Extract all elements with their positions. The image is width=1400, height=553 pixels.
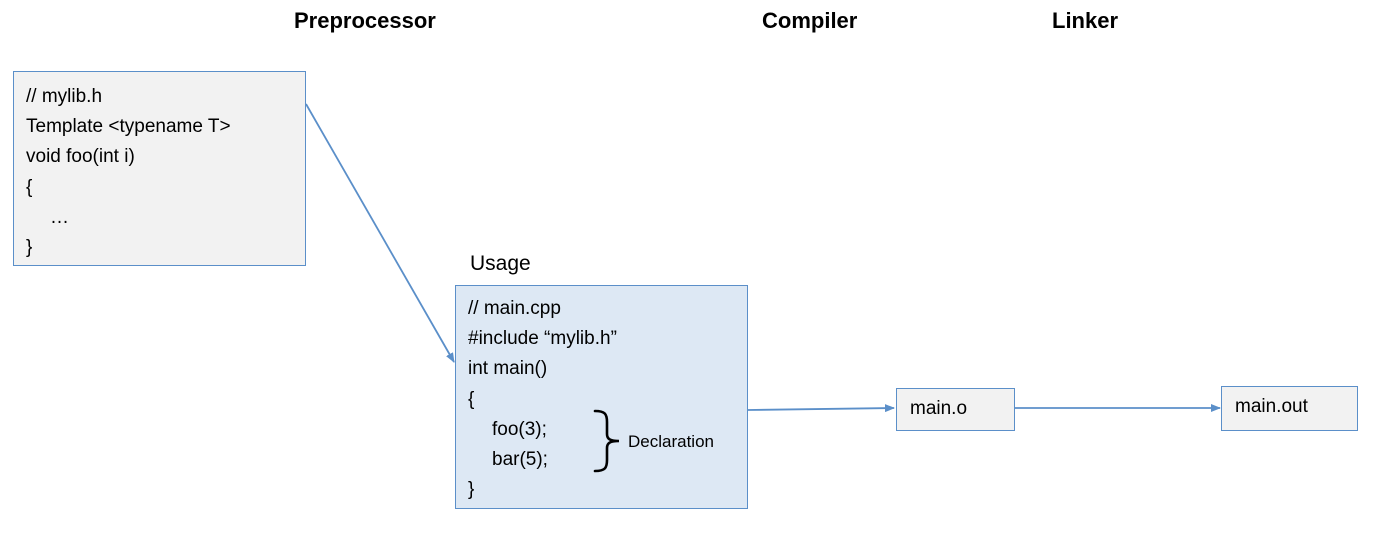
stage-label-linker: Linker <box>1052 8 1119 33</box>
main-line-close-brace: } <box>468 479 475 501</box>
main-line-bar-call: bar(5); <box>492 448 548 470</box>
header-line-open-brace: { <box>26 176 33 198</box>
header-line-signature: void foo(int i) <box>26 146 135 168</box>
declaration-brace <box>593 409 620 473</box>
output-file-box: main.out <box>1221 386 1358 431</box>
stage-label-preprocessor: Preprocessor <box>294 8 436 33</box>
header-line-comment: // mylib.h <box>26 86 103 107</box>
main-line-foo-call: foo(3); <box>492 418 547 440</box>
object-file-box: main.o <box>896 388 1015 431</box>
header-line-close-brace: } <box>26 236 33 258</box>
arrow-main-to-object <box>747 404 895 413</box>
main-line-signature: int main() <box>468 358 548 380</box>
declaration-label: Declaration <box>628 432 714 451</box>
main-line-include: #include “mylib.h” <box>468 328 617 350</box>
header-line-ellipsis: … <box>50 206 69 228</box>
arrow-header-to-main <box>305 103 455 363</box>
main-line-comment: // main.cpp <box>468 298 561 319</box>
header-file-box: // mylib.h Template <typename T> void fo… <box>13 71 306 266</box>
usage-label: Usage <box>470 252 531 275</box>
header-line-template: Template <typename T> <box>26 116 231 138</box>
main-file-box: // main.cpp #include “mylib.h” int main(… <box>455 285 748 509</box>
main-line-open-brace: { <box>468 388 475 410</box>
stage-label-compiler: Compiler <box>762 8 858 33</box>
